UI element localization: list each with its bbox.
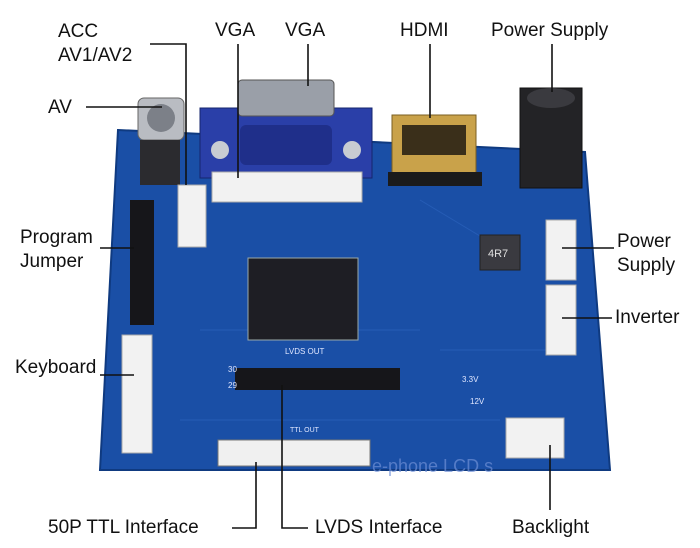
ttl-interface-label: 50P TTL Interface xyxy=(48,517,199,538)
vga-connector xyxy=(199,79,373,179)
power-jack xyxy=(519,87,583,189)
program-jumper-header xyxy=(130,200,154,325)
av-label: AV xyxy=(48,97,72,118)
vga-right-label: VGA xyxy=(285,20,326,41)
ttl-leader xyxy=(232,462,257,529)
acc-av-label: ACC AV1/AV2 xyxy=(58,21,133,66)
lvds-out-silkscreen: LVDS OUT xyxy=(285,347,325,356)
hdmi-label: HDMI xyxy=(400,20,449,41)
watermark: e-phone LCD s xyxy=(372,456,493,476)
keyboard-label: Keyboard xyxy=(15,357,97,378)
lvds-header xyxy=(235,368,400,390)
leader-lines xyxy=(86,43,614,529)
keyboard-connector xyxy=(121,334,153,454)
inverter-connector xyxy=(545,284,577,356)
pin-29-silkscreen: 29 xyxy=(228,381,237,390)
backlight-label: Backlight xyxy=(512,517,590,538)
v33-silkscreen: 3.3V xyxy=(462,375,479,384)
ttl-connector xyxy=(217,439,371,467)
ttl-out-silkscreen: TTL OUT xyxy=(290,427,320,434)
program-jumper-label: Program Jumper xyxy=(20,227,93,272)
acc-leader xyxy=(150,43,187,185)
vga-header xyxy=(211,171,363,203)
backlight-connector xyxy=(505,417,565,459)
power-right-connector xyxy=(545,219,577,281)
lvds-interface-label: LVDS Interface xyxy=(315,517,443,538)
lvds-leader xyxy=(281,385,308,529)
acc-connector xyxy=(177,184,207,248)
hdmi-connector xyxy=(388,114,482,186)
inverter-label: Inverter xyxy=(615,307,680,328)
main-chip xyxy=(247,257,359,341)
power-supply-right-label: Power Supply xyxy=(617,231,676,276)
inductor xyxy=(479,234,521,271)
av-jack xyxy=(137,97,185,185)
inductor-label: 4R7 xyxy=(488,248,508,260)
power-supply-top-label: Power Supply xyxy=(491,20,609,41)
pin-30-silkscreen: 30 xyxy=(228,365,237,374)
v12-silkscreen: 12V xyxy=(470,397,485,406)
vga-left-label: VGA xyxy=(215,20,256,41)
